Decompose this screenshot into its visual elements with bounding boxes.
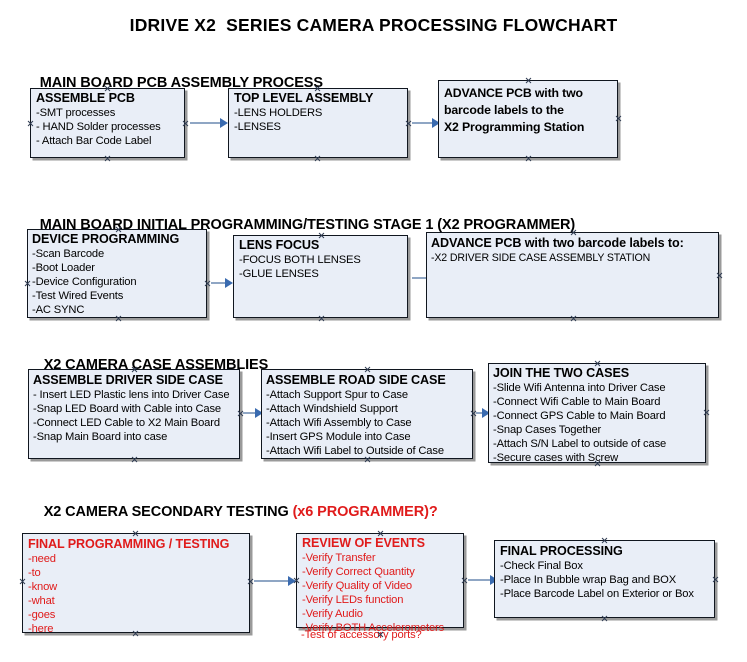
box-line: X2 Programming Station	[444, 120, 585, 134]
box-line: -Check Final Box	[500, 559, 583, 572]
box-line: -Snap LED Board with Cable into Case	[33, 402, 221, 415]
section-heading-4: X2 CAMERA SECONDARY TESTING (x6 PROGRAMM…	[28, 488, 438, 536]
box-line: -Verify BOTH Accelerometers	[302, 621, 445, 634]
box-title: LENS FOCUS	[239, 238, 320, 252]
box-advance-pcb-2[interactable]: ADVANCE PCB with two barcode labels to: …	[426, 232, 719, 318]
box-line: -Snap Main Board into case	[33, 430, 168, 443]
box-line: -to	[28, 566, 41, 579]
section-heading-4-text: X2 CAMERA SECONDARY TESTING	[43, 504, 293, 520]
box-join-the-two-cases[interactable]: JOIN THE TWO CASES -Slide Wifi Antenna i…	[488, 363, 706, 464]
connector-arrow	[190, 118, 228, 128]
box-line: -here	[28, 622, 54, 635]
box-line: -Attach Support Spur to Case	[266, 388, 408, 401]
connector-arrow	[476, 408, 490, 418]
box-line: -Verify Audio	[302, 607, 363, 620]
box-line: -what	[28, 594, 55, 607]
section-heading-1-text: MAIN BOARD PCB ASSEMBLY PROCESS	[39, 75, 323, 91]
box-line: -Attach Wifi Assembly to Case	[266, 416, 412, 429]
box-line: -Connect Wifi Cable to Main Board	[493, 395, 661, 408]
box-line: -Test Wired Events	[32, 289, 124, 302]
box-title: FINAL PROGRAMMING / TESTING	[28, 537, 230, 551]
section-heading-1: MAIN BOARD PCB ASSEMBLY PROCESS	[24, 59, 323, 107]
box-title: TOP LEVEL ASSEMBLY	[234, 91, 374, 105]
box-line: -FOCUS BOTH LENSES	[239, 253, 361, 266]
box-line: -SMT processes	[36, 106, 116, 119]
box-review-of-events[interactable]: REVIEW OF EVENTS -Verify Transfer -Verif…	[296, 533, 464, 634]
box-line: -Attach S/N Label to outside of case	[493, 437, 667, 450]
box-line: -Snap Cases Together	[493, 423, 602, 436]
box-assemble-road-side-case[interactable]: ASSEMBLE ROAD SIDE CASE -Attach Support …	[261, 369, 473, 459]
box-line: -know	[28, 580, 58, 593]
box-title: FINAL PROCESSING	[500, 544, 623, 558]
box-line: -Verify Quality of Video	[302, 579, 412, 592]
box-line: -LENSES	[234, 120, 281, 133]
box-line: - Attach Bar Code Label	[36, 134, 152, 147]
box-overflow-line: -Test of accessory ports?	[301, 629, 422, 641]
page-title: IDRIVE X2 SERIES CAMERA PROCESSING FLOWC…	[129, 15, 618, 35]
section-heading-4-accent: (x6 PROGRAMMER)?	[292, 504, 438, 520]
box-title: ASSEMBLE ROAD SIDE CASE	[266, 373, 446, 387]
box-line: -Place Barcode Label on Exterior or Box	[500, 587, 694, 600]
box-line: -GLUE LENSES	[239, 267, 319, 280]
box-line: - HAND Solder processes	[36, 120, 161, 133]
box-line: -X2 DRIVER SIDE CASE ASSEMBLY STATION	[431, 251, 651, 264]
box-line: -goes	[28, 608, 56, 621]
box-title: ADVANCE PCB with two barcode labels to:	[431, 236, 684, 250]
box-device-programming[interactable]: DEVICE PROGRAMMING -Scan Barcode -Boot L…	[27, 229, 207, 318]
box-final-programming-testing[interactable]: FINAL PROGRAMMING / TESTING -need -to -k…	[22, 533, 250, 635]
box-assemble-pcb[interactable]: ASSEMBLE PCB -SMT processes - HAND Solde…	[30, 88, 185, 158]
box-line: - Insert LED Plastic lens into Driver Ca…	[33, 388, 230, 401]
box-line: barcode labels to the	[444, 103, 564, 117]
connector-arrow	[211, 278, 233, 288]
box-line: -Connect LED Cable to X2 Main Board	[33, 416, 220, 429]
box-top-level-assembly[interactable]: TOP LEVEL ASSEMBLY -LENS HOLDERS -LENSES	[228, 88, 408, 158]
box-line: -Slide Wifi Antenna into Driver Case	[493, 381, 666, 394]
box-line: -Place In Bubble wrap Bag and BOX	[500, 573, 677, 586]
box-final-processing[interactable]: FINAL PROCESSING -Check Final Box -Place…	[494, 540, 715, 618]
box-title: JOIN THE TWO CASES	[493, 366, 630, 380]
box-line: -Secure cases with Screw	[493, 451, 619, 464]
box-assemble-driver-side-case[interactable]: ASSEMBLE DRIVER SIDE CASE - Insert LED P…	[28, 369, 240, 459]
box-title: ASSEMBLE PCB	[36, 91, 135, 105]
box-line: -need	[28, 552, 56, 565]
box-line: -Verify Correct Quantity	[302, 565, 415, 578]
box-line: -Connect GPS Cable to Main Board	[493, 409, 666, 422]
box-line: -Attach Windshield Support	[266, 402, 398, 415]
box-line: -Scan Barcode	[32, 247, 105, 260]
connector-arrow	[412, 118, 440, 128]
box-advance-pcb-1[interactable]: ADVANCE PCB with two barcode labels to t…	[438, 80, 618, 158]
box-line: -Boot Loader	[32, 261, 95, 274]
box-line: -LENS HOLDERS	[234, 106, 323, 119]
connector-arrow	[243, 408, 263, 418]
box-title: DEVICE PROGRAMMING	[32, 232, 180, 246]
box-line: -Attach Wifi Label to Outside of Case	[266, 444, 444, 457]
box-title: ASSEMBLE DRIVER SIDE CASE	[33, 373, 223, 387]
box-line: -Verify Transfer	[302, 551, 376, 564]
box-line: -Device Configuration	[32, 275, 137, 288]
connector-arrow	[254, 576, 296, 586]
box-title: REVIEW OF EVENTS	[302, 536, 425, 550]
box-lens-focus[interactable]: LENS FOCUS -FOCUS BOTH LENSES -GLUE LENS…	[233, 235, 408, 318]
box-line: -Insert GPS Module into Case	[266, 430, 411, 443]
box-line: -AC SYNC	[32, 303, 85, 316]
box-title: ADVANCE PCB with two	[444, 86, 583, 100]
box-line: -Verify LEDs function	[302, 593, 404, 606]
